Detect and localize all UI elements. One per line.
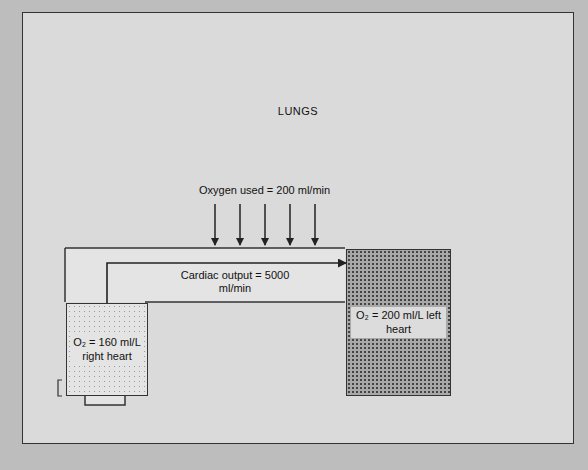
vessel-fill (65, 248, 345, 302)
chamber-label: O₂ = 160 ml/L right heart (71, 335, 143, 363)
lung-region: LUNGS O₂ = 160 ml/L right heart O₂ = 200 m… (22, 12, 574, 444)
flow-note: Oxygen used = 200 ml/min (199, 184, 330, 197)
right-heart-chamber: O₂ = 160 ml/L right heart (66, 303, 148, 396)
chamber-label: O₂ = 200 ml/L left heart (351, 307, 446, 337)
region-label: LUNGS (23, 105, 573, 118)
blood-flow-arrow (107, 263, 346, 303)
chamber-notch (85, 395, 125, 405)
vessel-wall (64, 248, 66, 302)
vessel-wall (65, 247, 345, 249)
left-heart-chamber: O₂ = 200 ml/L left heart (346, 249, 451, 396)
return-line (58, 380, 62, 396)
flow-label: Cardiac output = 5000 ml/min (175, 269, 295, 295)
oxygen-arrows (215, 204, 315, 245)
vessel-wall (145, 301, 345, 303)
